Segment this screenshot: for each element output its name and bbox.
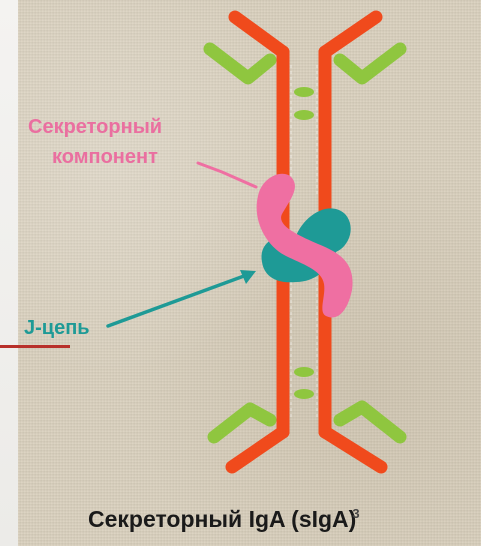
lower-left-heavy-arm [232,432,283,467]
secretory-component-label-line2: компонент [52,146,158,169]
lower-hinge-dot-2 [294,389,314,399]
lower-left-light-chain [214,409,270,437]
lower-hinge-dot-1 [294,367,314,377]
diagram-caption: Секреторный IgA (sIgA)3 [88,506,360,533]
lower-right-light-chain [340,407,400,437]
caption-text: Секреторный IgA (sIgA) [88,506,356,532]
upper-right-light-chain [340,49,400,78]
lower-iga-monomer [214,270,400,467]
secretory-component-pointer [198,163,256,187]
upper-right-heavy-arm [325,17,376,52]
secretory-component-label-line1: Секреторный [28,116,162,139]
j-chain-label: J-цепь [24,317,90,340]
upper-hinge-dot-1 [294,87,314,97]
page-number: 3 [352,506,359,521]
j-chain-pointer [108,270,256,326]
upper-left-light-chain [210,49,270,78]
upper-hinge-dot-2 [294,110,314,120]
upper-left-heavy-arm [235,17,283,52]
lower-right-heavy-arm [325,432,381,467]
